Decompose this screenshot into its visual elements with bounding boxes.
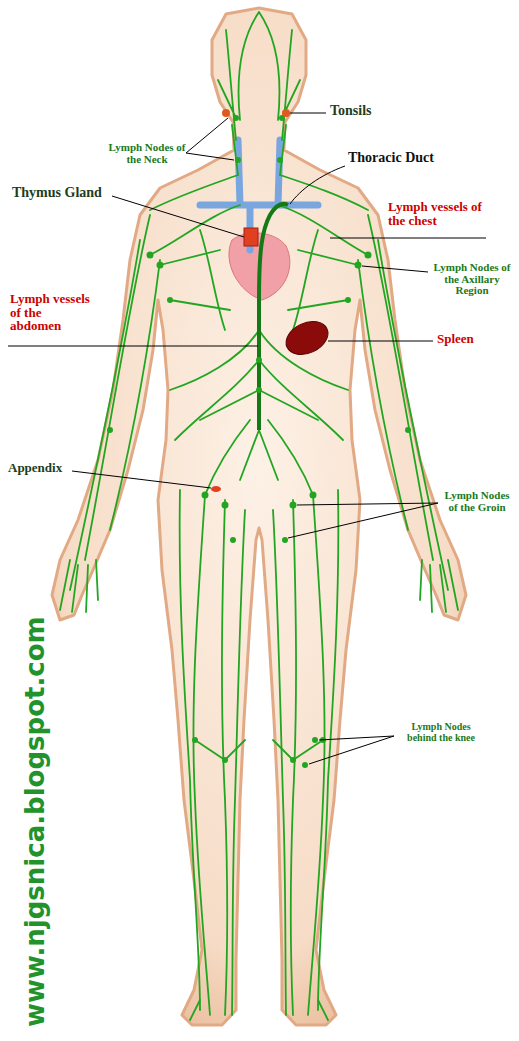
organ-label: Thoracic Duct	[348, 151, 434, 166]
body-silhouette	[52, 8, 466, 1025]
tonsil	[282, 109, 290, 117]
organ-label: Appendix	[8, 461, 62, 475]
organ-label: Thymus Gland	[12, 186, 102, 201]
spleen	[281, 315, 334, 361]
organ-label: Tonsils	[330, 104, 372, 119]
great-veins	[200, 140, 318, 250]
node-group-label: Lymph Nodes of the Groin	[440, 490, 514, 513]
organ-label: Spleen	[437, 332, 474, 346]
thoracic-duct	[259, 204, 288, 430]
lymph-nodes	[107, 115, 411, 768]
lymph-vessels	[60, 12, 458, 1020]
watermark: www.njgsnica.blogspot.com	[21, 617, 48, 1028]
vessel-label: Lymph vessels of the chest	[388, 200, 498, 227]
node-group-label: Lymph Nodes of the Axillary Region	[430, 262, 514, 297]
appendix	[211, 486, 221, 492]
tonsil	[222, 109, 230, 117]
vessel-label: Lymph vessels of the abdomen	[10, 292, 94, 333]
node-group-label: Lymph Nodes of the Neck	[108, 142, 186, 165]
node-group-label: Lymph Nodes behind the knee	[396, 722, 486, 743]
thymus	[244, 228, 258, 246]
